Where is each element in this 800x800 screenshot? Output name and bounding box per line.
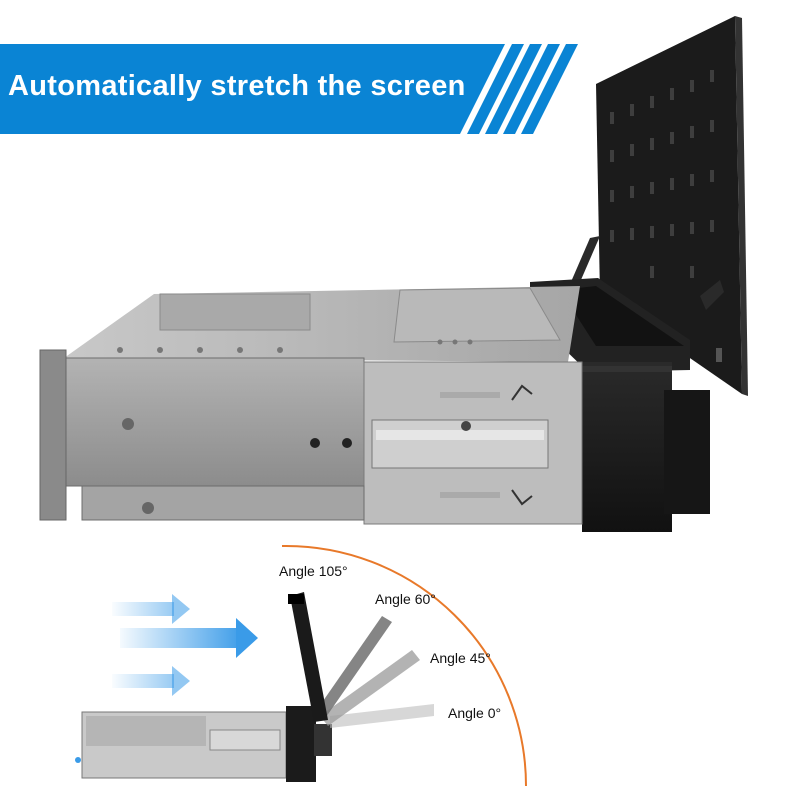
chassis-side bbox=[63, 357, 365, 487]
angle-45-label: Angle 45° bbox=[430, 650, 491, 666]
title-banner bbox=[0, 44, 590, 134]
flip-screen bbox=[564, 16, 748, 396]
angle-60-label: Angle 60° bbox=[375, 591, 436, 607]
screen-angles bbox=[288, 592, 434, 728]
motion-arrows bbox=[112, 594, 258, 696]
chassis-top-details bbox=[117, 287, 561, 353]
angle-0-label: Angle 0° bbox=[448, 705, 502, 721]
angle-105-label: Angle 105° bbox=[279, 563, 348, 579]
angle-arc bbox=[281, 544, 527, 787]
chassis-side-details bbox=[122, 384, 549, 514]
small-unit bbox=[75, 706, 332, 782]
banner-title: Automatically stretch the screen bbox=[8, 70, 466, 102]
banner-shape bbox=[0, 44, 578, 134]
